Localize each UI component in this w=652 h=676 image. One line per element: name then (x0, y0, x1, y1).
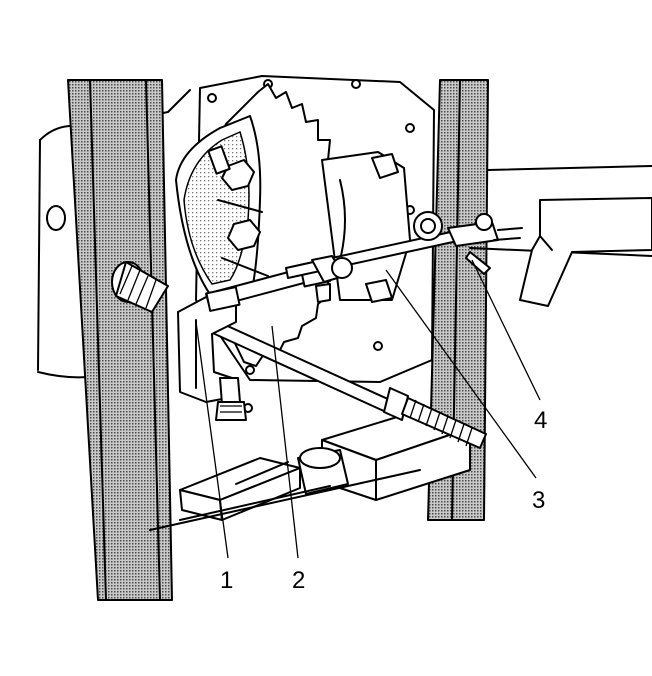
leader-line-1 (195, 321, 229, 559)
callout-2: 2 (292, 567, 305, 594)
support-blocks (149, 409, 471, 531)
dial-indicator[interactable] (413, 211, 523, 275)
leader-line-3 (385, 269, 537, 479)
right-frame-post (427, 79, 489, 521)
callout-1: 1 (220, 567, 233, 594)
handle-knob (111, 261, 169, 313)
leader-line-2 (271, 325, 299, 559)
leader-lines (195, 259, 541, 559)
left-frame-post (67, 79, 173, 601)
callout-3: 3 (532, 487, 545, 514)
callout-4: 4 (534, 407, 547, 434)
differential-carrier (175, 115, 269, 301)
axle-tube (469, 165, 652, 307)
leader-line-4 (471, 259, 541, 401)
